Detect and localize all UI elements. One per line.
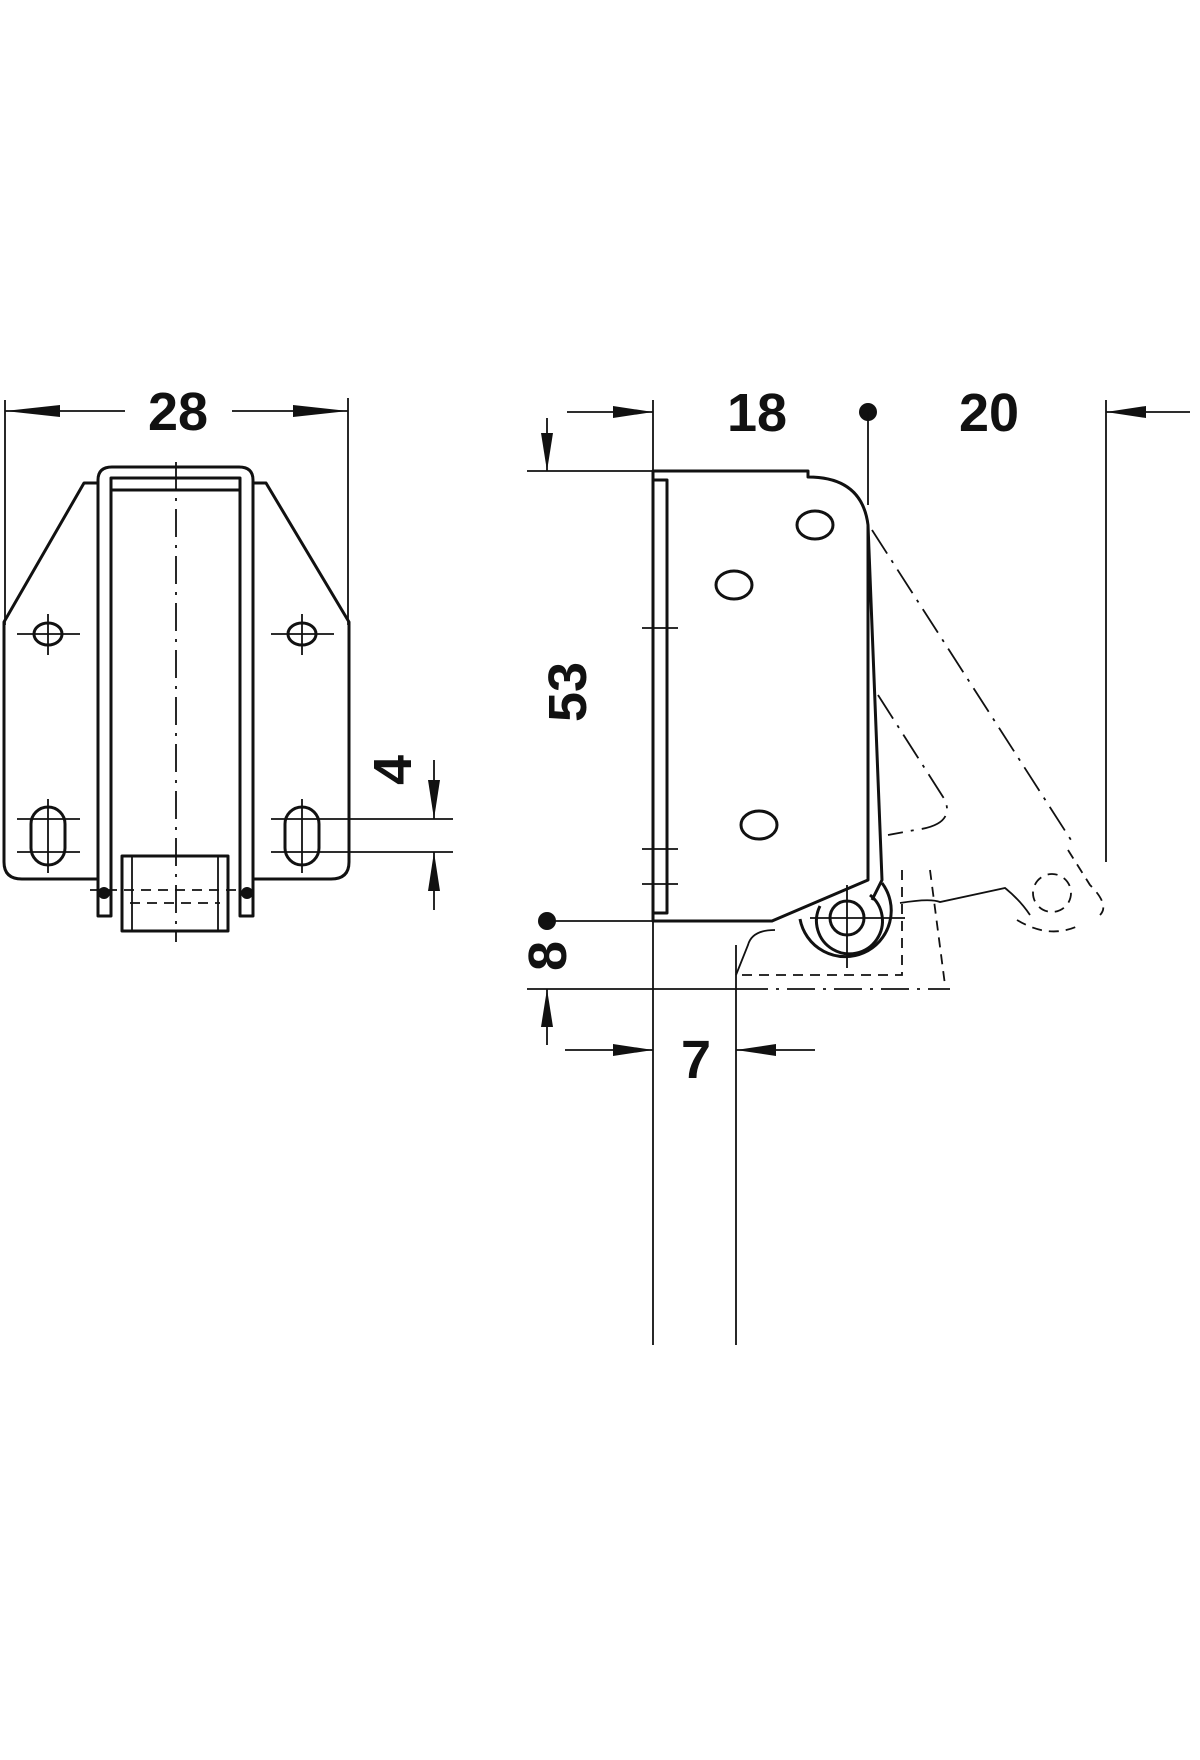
rivet-hole (739, 809, 779, 841)
u-frame (96, 465, 255, 918)
lever-arm (866, 524, 884, 901)
catch-body (651, 469, 870, 923)
offset-side-label: 7 (681, 1030, 711, 1090)
dimension-depth-18: 18 (567, 383, 787, 443)
base-plate (651, 478, 669, 915)
mounting-slot (271, 799, 453, 873)
roller-block (120, 854, 230, 933)
mounting-hole (271, 614, 334, 655)
dimension-offset-7: 7 (565, 1030, 815, 1090)
front-view: 28 (2, 382, 453, 942)
side-view: 18 20 53 8 7 (518, 383, 1190, 1345)
open-position-phantom (735, 529, 1105, 986)
slot-spacing-label: 4 (363, 755, 423, 785)
dimension-slot-4: 4 (363, 755, 440, 910)
rivet-hole (795, 509, 835, 541)
width-label: 28 (148, 382, 208, 442)
roller (798, 882, 905, 968)
swing-label: 20 (959, 383, 1019, 443)
offset-bottom-label: 8 (518, 941, 578, 971)
rivet-hole (714, 569, 754, 601)
mounting-hole (17, 614, 80, 655)
dimension-offset-8: 8 (518, 912, 653, 1045)
mounting-slot (17, 799, 80, 873)
depth-label: 18 (727, 383, 787, 443)
dimension-height-53: 53 (538, 418, 598, 722)
dimension-width-28: 28 (4, 382, 349, 625)
height-label: 53 (538, 662, 598, 722)
dimension-swing-20: 20 (959, 383, 1190, 443)
mounting-plate (2, 481, 351, 881)
